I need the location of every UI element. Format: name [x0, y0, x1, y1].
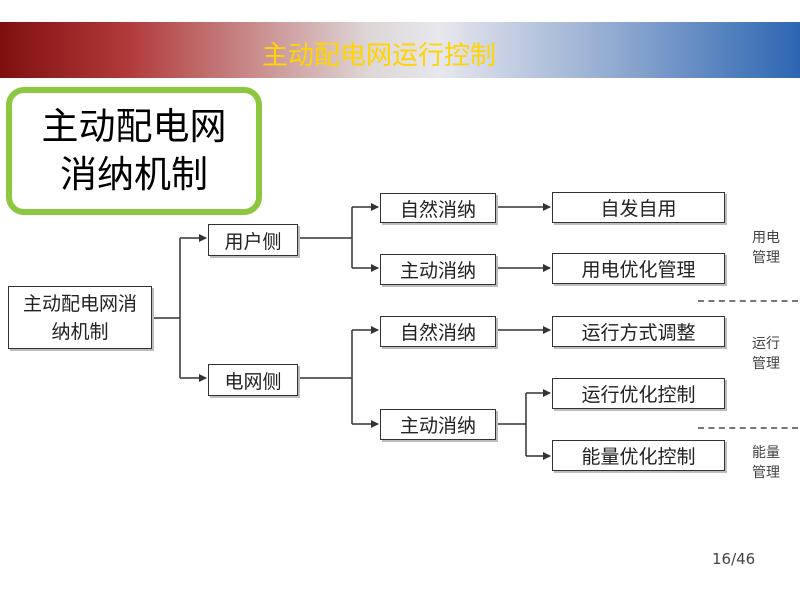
connector-active-trunk	[496, 393, 527, 456]
separator-dashed-2	[698, 427, 798, 429]
self-use-node: 自发自用	[552, 192, 725, 223]
callout-line-1: 主动配电网	[41, 105, 227, 148]
page-number: 16/46	[712, 550, 756, 568]
connector-user-trunk	[298, 207, 353, 268]
user-natural-node: 自然消纳	[380, 193, 496, 223]
root-node-line-2: 纳机制	[51, 320, 109, 343]
callout-line-2: 消纳机制	[60, 153, 208, 196]
slide-title: 主动配电网运行控制	[262, 41, 497, 71]
connector-grid-trunk	[298, 330, 353, 424]
grid-side-node: 电网侧	[208, 364, 298, 396]
energy-management-label: 能量 管理	[752, 443, 780, 483]
mode-adjust-node: 运行方式调整	[552, 316, 725, 347]
root-node: 主动配电网消 纳机制	[8, 286, 152, 349]
energy-label-line-1: 能量	[752, 445, 780, 461]
energy-opt-node: 能量优化控制	[552, 440, 725, 471]
user-side-node: 用户侧	[208, 224, 298, 256]
title-banner	[0, 22, 800, 78]
grid-natural-node: 自然消纳	[380, 316, 496, 347]
demand-opt-node: 用电优化管理	[552, 253, 725, 284]
operation-label-line-1: 运行	[752, 336, 780, 352]
demand-label-line-2: 管理	[752, 250, 780, 266]
grid-active-node: 主动消纳	[380, 409, 496, 440]
op-opt-node: 运行优化控制	[552, 378, 725, 409]
demand-management-label: 用电 管理	[752, 228, 780, 268]
user-active-node: 主动消纳	[380, 254, 496, 285]
callout-box: 主动配电网 消纳机制	[6, 87, 262, 215]
demand-label-line-1: 用电	[752, 230, 780, 246]
energy-label-line-2: 管理	[752, 465, 780, 481]
root-node-line-1: 主动配电网消	[22, 292, 137, 315]
operation-management-label: 运行 管理	[752, 334, 780, 374]
connector-root-trunk	[152, 238, 181, 378]
separator-dashed-1	[698, 300, 798, 302]
operation-label-line-2: 管理	[752, 356, 780, 372]
